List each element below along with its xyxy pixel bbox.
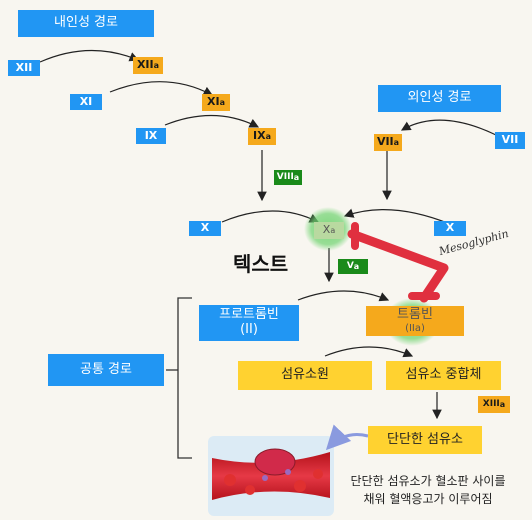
platelet — [285, 469, 291, 475]
stable-fibrin-box: 단단한 섬유소 — [368, 426, 482, 454]
thrombin-box: 트롬빈 (IIa) — [366, 306, 464, 336]
common-pathway-title: 공통 경로 — [48, 354, 164, 386]
extrinsic-pathway-title: 외인성 경로 — [378, 85, 501, 112]
blood-cell — [245, 485, 255, 495]
intrinsic-pathway-title: 내인성 경로 — [18, 10, 154, 37]
factor-vii: VII — [495, 132, 525, 149]
factor-xi: XI — [70, 94, 102, 110]
blood-cell — [294, 480, 306, 492]
inhibition-line — [347, 229, 449, 303]
arrow-xi-to-xia — [109, 81, 214, 96]
blood-clot — [254, 448, 296, 476]
arrow-prothrombin-to-thrombin — [297, 290, 390, 302]
arrow-xii-to-xiia — [39, 49, 140, 63]
blood-cell — [313, 469, 323, 479]
arrow-fibrinogen-to-polymer — [324, 346, 414, 358]
factor-xii: XII — [8, 60, 40, 76]
clot-caption: 단단한 섬유소가 혈소판 사이를 채워 혈액응고가 이루어짐 — [350, 474, 506, 506]
blood-cell — [224, 474, 236, 486]
common-bracket — [177, 297, 192, 459]
arrow-vii-to-viia — [400, 119, 497, 136]
factor-x-left: X — [189, 221, 221, 236]
arrow-to-vessel — [325, 424, 369, 451]
text-label: 텍스트 — [233, 252, 289, 276]
factor-x-right: X — [434, 221, 466, 236]
fibrin-polymer-box: 섬유소 중합체 — [386, 361, 501, 390]
platelet — [262, 475, 268, 481]
fibrinogen-box: 섬유소원 — [238, 361, 372, 390]
arrow-ix-to-ixa — [164, 114, 260, 128]
arrow-x-left-to-xa — [221, 210, 320, 223]
prothrombin-box: 프로트롬빈 (II) — [199, 305, 299, 341]
factor-ix: IX — [136, 128, 166, 144]
arrow-x-right-to-xa — [343, 208, 451, 225]
